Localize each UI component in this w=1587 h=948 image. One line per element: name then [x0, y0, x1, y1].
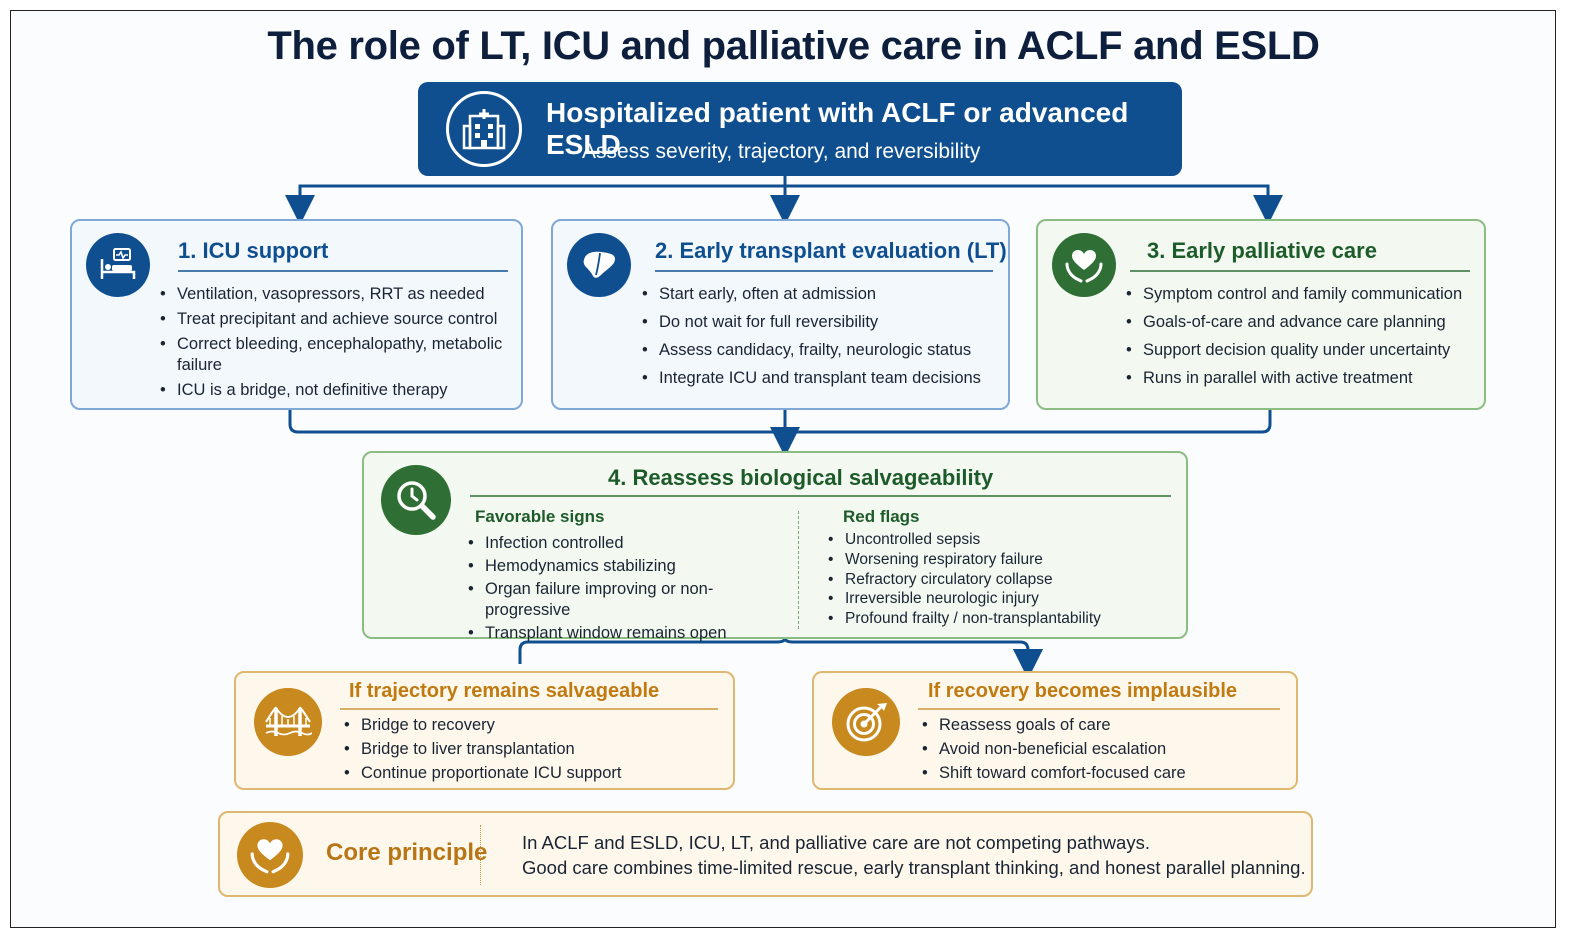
palliative-care-card: 3. Early palliative care Symptom control… [1036, 219, 1486, 410]
palliative-list: Symptom control and family communication… [1126, 284, 1476, 390]
list-item: Uncontrolled sepsis [828, 530, 1168, 550]
core-principle-box: Core principle In ACLF and ESLD, ICU, LT… [218, 811, 1313, 897]
icu-title-rule [178, 270, 508, 272]
salvageable-title-rule [340, 708, 718, 710]
page-title: The role of LT, ICU and palliative care … [267, 24, 1320, 68]
list-item: Treat precipitant and achieve source con… [160, 309, 510, 330]
list-item: Runs in parallel with active treatment [1126, 368, 1476, 389]
heart-hands-icon [1052, 233, 1116, 297]
list-item: Worsening respiratory failure [828, 550, 1168, 570]
icu-list: Ventilation, vasopressors, RRT as needed… [160, 284, 510, 402]
list-item: Reassess goals of care [922, 715, 1282, 736]
admission-subheading: Assess severity, trajectory, and reversi… [582, 140, 981, 163]
list-item: Irreversible neurologic injury [828, 589, 1168, 609]
salvageable-title: If trajectory remains salvageable [349, 680, 660, 702]
column-divider [798, 511, 799, 629]
reassess-card-title: 4. Reassess biological salvageability [608, 465, 994, 490]
list-item: Symptom control and family communication [1126, 284, 1476, 305]
list-item: Ventilation, vasopressors, RRT as needed [160, 284, 510, 305]
transplant-list: Start early, often at admission Do not w… [642, 284, 992, 390]
implausible-list: Reassess goals of care Avoid non-benefic… [922, 715, 1282, 784]
red-flags-list: Uncontrolled sepsis Worsening respirator… [828, 530, 1168, 629]
palliative-title-rule [1130, 270, 1470, 272]
list-item: Refractory circulatory collapse [828, 570, 1168, 590]
list-item: Integrate ICU and transplant team decisi… [642, 368, 992, 389]
core-principle-label: Core principle [326, 839, 488, 866]
list-item: Bridge to recovery [344, 715, 714, 736]
list-item: Goals-of-care and advance care planning [1126, 312, 1476, 333]
reassess-salvageability-card: 4. Reassess biological salvageability Fa… [362, 451, 1188, 645]
core-principle-line-1: In ACLF and ESLD, ICU, LT, and palliativ… [522, 832, 1150, 853]
list-item: Assess candidacy, frailty, neurologic st… [642, 340, 992, 361]
salvageable-outcome-card: If trajectory remains salvageable Bridge… [234, 671, 735, 790]
list-item: Profound frailty / non-transplantability [828, 609, 1168, 629]
core-divider [480, 825, 481, 885]
admission-box: Hospitalized patient with ACLF or advanc… [418, 82, 1182, 176]
list-item: Start early, often at admission [642, 284, 992, 305]
icu-card-title: 1. ICU support [178, 238, 329, 263]
implausible-outcome-card: If recovery becomes implausible Reassess… [812, 671, 1298, 790]
list-item: Avoid non-beneficial escalation [922, 739, 1282, 760]
list-item: Organ failure improving or non-progressi… [468, 579, 798, 621]
palliative-card-title: 3. Early palliative care [1147, 238, 1377, 263]
liver-icon [567, 233, 631, 297]
favorable-signs-title: Favorable signs [475, 507, 605, 526]
core-principle-line-2: Good care combines time-limited rescue, … [522, 857, 1306, 878]
target-icon [832, 688, 900, 756]
salvageable-list: Bridge to recovery Bridge to liver trans… [344, 715, 714, 784]
list-item: Hemodynamics stabilizing [468, 556, 798, 577]
heart-hands-icon [237, 822, 303, 888]
list-item: ICU is a bridge, not definitive therapy [160, 380, 510, 401]
icu-support-card: 1. ICU support Ventilation, vasopressors… [70, 219, 523, 410]
icu-bed-icon [86, 233, 150, 297]
favorable-signs-list: Infection controlled Hemodynamics stabil… [468, 533, 798, 645]
transplant-evaluation-card: 2. Early transplant evaluation (LT) Star… [551, 219, 1010, 410]
list-item: Transplant window remains open [468, 623, 798, 644]
reassess-title-rule [470, 495, 1171, 497]
implausible-title-rule [918, 708, 1280, 710]
list-item: Do not wait for full reversibility [642, 312, 992, 333]
bridge-icon [254, 688, 322, 756]
magnifier-clock-icon [381, 465, 451, 535]
admission-heading: Hospitalized patient with ACLF or advanc… [546, 97, 1129, 160]
list-item: Shift toward comfort-focused care [922, 763, 1282, 784]
connector-top-split [298, 176, 1270, 210]
list-item: Continue proportionate ICU support [344, 763, 714, 784]
hospital-icon [446, 91, 522, 167]
transplant-card-title: 2. Early transplant evaluation (LT) [655, 238, 1007, 263]
red-flags-title: Red flags [843, 507, 920, 526]
list-item: Support decision quality under uncertain… [1126, 340, 1476, 361]
list-item: Bridge to liver transplantation [344, 739, 714, 760]
list-item: Infection controlled [468, 533, 798, 554]
implausible-title: If recovery becomes implausible [928, 680, 1238, 702]
list-item: Correct bleeding, encephalopathy, metabo… [160, 334, 510, 376]
transplant-title-rule [655, 270, 993, 272]
connector-merge [288, 410, 1272, 442]
